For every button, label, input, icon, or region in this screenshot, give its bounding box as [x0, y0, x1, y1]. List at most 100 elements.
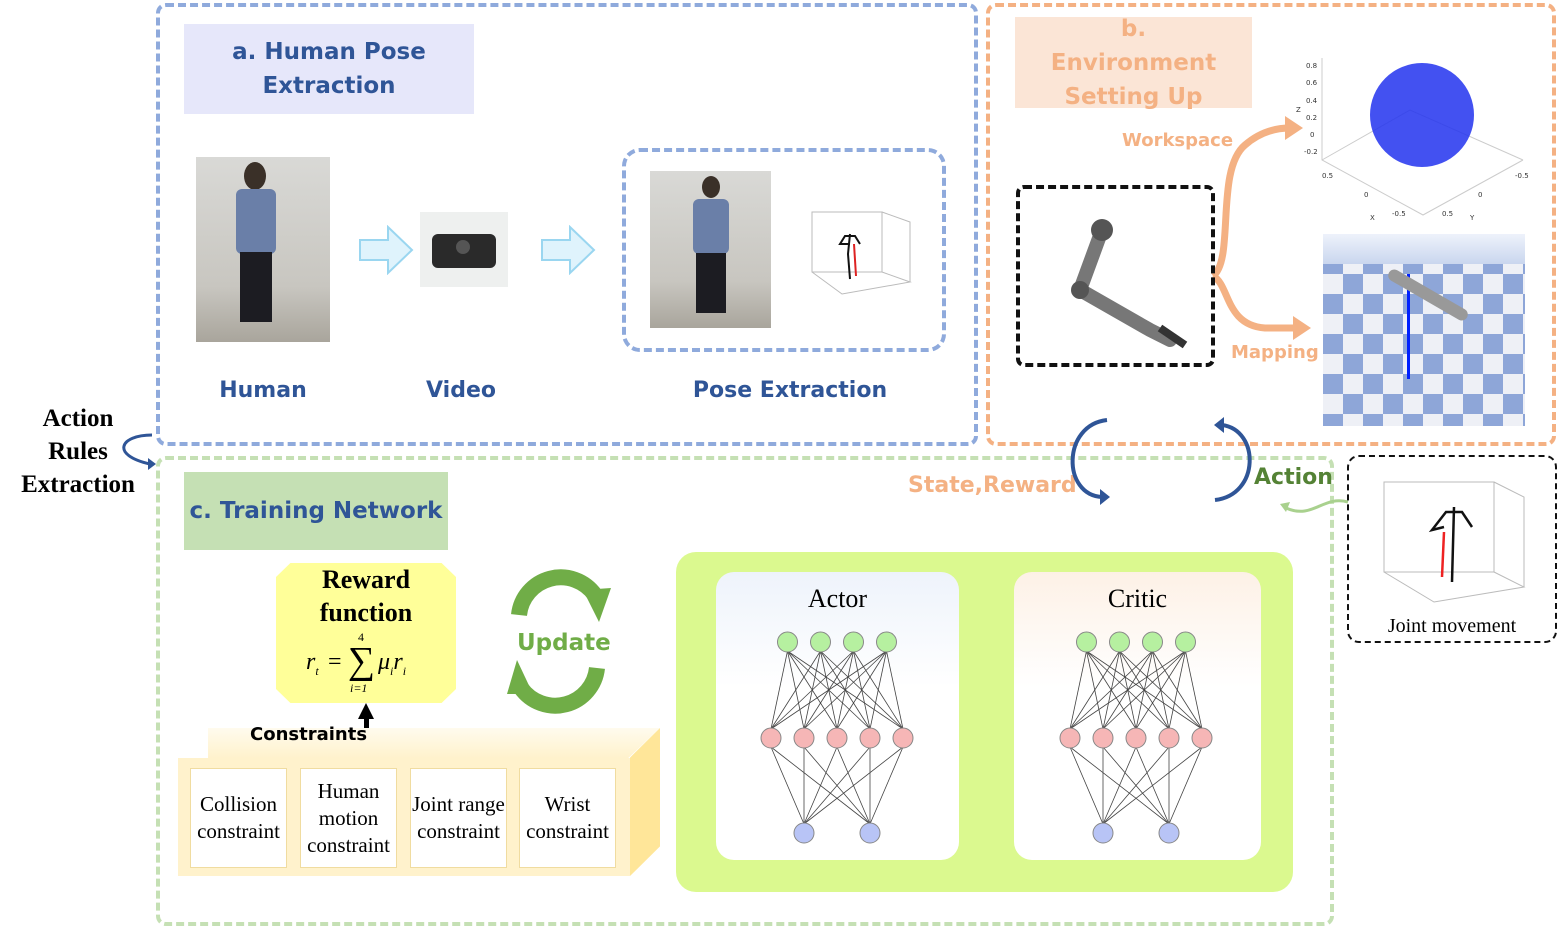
- network-edge: [1069, 746, 1104, 825]
- network-edge: [803, 746, 904, 825]
- z-tick: 0.4: [1306, 97, 1318, 105]
- panel-c-title: c. Training Network: [184, 472, 448, 550]
- pose-photo: [650, 171, 771, 328]
- curved-arrow-icon: [122, 433, 156, 470]
- x-tick: 0: [1364, 191, 1368, 199]
- workspace-label: Workspace: [1122, 130, 1234, 151]
- critic-label: Critic: [1107, 584, 1168, 613]
- network-edge: [886, 650, 904, 730]
- network-edge: [1102, 746, 1203, 825]
- human-photo: [196, 157, 330, 342]
- webcam-photo: [420, 212, 508, 287]
- critic-node: [1092, 822, 1114, 844]
- network-edge: [1069, 650, 1120, 730]
- panel-a-frame: [156, 3, 978, 446]
- critic-node: [1125, 727, 1147, 749]
- state-reward-label: State,Reward: [908, 473, 1077, 498]
- robot-arm-image: [1071, 219, 1188, 349]
- network-edge: [836, 650, 887, 730]
- formula-term2: r: [393, 649, 403, 675]
- action-label: Action: [1254, 465, 1333, 490]
- network-edge: [1102, 650, 1186, 730]
- actor-node: [826, 727, 848, 749]
- actor-node: [810, 631, 831, 653]
- formula-eq: =: [328, 649, 342, 675]
- wrist-constraint: Wrist constraint: [519, 768, 616, 868]
- joint-movement-frame: Joint movement: [1347, 455, 1557, 643]
- joint-movement-label: Joint movement: [1387, 615, 1517, 637]
- z-tick: 0.8: [1306, 62, 1317, 70]
- skeleton-3d-plot: [811, 211, 912, 295]
- update-label: Update: [517, 630, 611, 656]
- actor-label: Actor: [807, 584, 868, 613]
- network-edge: [1102, 746, 1137, 825]
- critic-node: [1158, 727, 1180, 749]
- network-edge: [803, 650, 887, 730]
- network-edge: [770, 650, 821, 730]
- workspace-3d-plot: Z X Y 0.8 0.6 0.4 0.2 0 -0.2 0.5 0 -0.5 …: [1296, 58, 1529, 222]
- actor-node: [892, 727, 914, 749]
- constraints-label: Constraints: [250, 724, 368, 745]
- joint-range-constraint: Joint range constraint: [410, 768, 507, 868]
- network-edge: [1168, 650, 1186, 730]
- arrow-icon: [359, 225, 414, 275]
- network-edge: [1069, 650, 1087, 730]
- joint-3d-plot: [1383, 481, 1526, 603]
- critic-card: Critic: [1014, 572, 1261, 860]
- network-edge: [803, 746, 871, 825]
- y-tick: 0.5: [1442, 210, 1453, 218]
- joint-to-action-arrow: [1280, 499, 1349, 513]
- actor-node: [793, 822, 815, 844]
- panel-b-title: b. Environment Setting Up: [1015, 16, 1252, 110]
- network-edge: [1185, 650, 1203, 730]
- critic-node: [1142, 631, 1163, 653]
- panel-a-title: a. Human Pose Extraction: [184, 24, 474, 114]
- network-edge: [1135, 650, 1186, 730]
- mapping-label: Mapping: [1231, 342, 1319, 363]
- network-edge: [1069, 650, 1153, 730]
- branch-arrows: [1210, 116, 1311, 340]
- critic-node: [1076, 631, 1097, 653]
- arrow-icon: [541, 225, 596, 275]
- actor-node: [859, 822, 881, 844]
- robot-arm-frame: [1016, 185, 1215, 367]
- network-edge: [770, 746, 805, 825]
- network-edge: [770, 650, 854, 730]
- network-edge: [1102, 746, 1170, 825]
- reward-formula: rt = ∑ 4 i=1 μiri: [306, 630, 407, 695]
- video-label: Video: [426, 378, 496, 403]
- critic-node: [1191, 727, 1213, 749]
- z-tick: 0.2: [1306, 114, 1317, 122]
- network-edge: [869, 650, 887, 730]
- human-motion-constraint: Human motion constraint: [300, 768, 397, 868]
- z-axis-label: Z: [1296, 106, 1301, 114]
- reward-title: Reward function: [319, 565, 413, 627]
- actor-node: [777, 631, 798, 653]
- y-tick: -0.5: [1515, 172, 1529, 180]
- x-axis-label: X: [1370, 214, 1375, 222]
- collision-constraint: Collision constraint: [190, 768, 287, 868]
- actor-node: [760, 727, 782, 749]
- z-tick: 0: [1310, 131, 1314, 139]
- critic-node: [1158, 822, 1180, 844]
- network-edge: [1168, 746, 1203, 825]
- critic-node: [1092, 727, 1114, 749]
- pose-extraction-frame: [622, 148, 946, 352]
- formula-term2-sub: i: [402, 663, 407, 678]
- formula-term: μ: [378, 649, 391, 675]
- formula-sum-top: 4: [358, 630, 364, 644]
- simulation-image: [1323, 234, 1525, 426]
- critic-node: [1059, 727, 1081, 749]
- formula-lhs: r: [306, 649, 316, 675]
- pose-extraction-label: Pose Extraction: [692, 378, 888, 403]
- network-edge: [770, 650, 788, 730]
- formula-term-sub: i: [390, 663, 394, 678]
- x-tick: 0.5: [1322, 172, 1333, 180]
- actor-card: Actor: [716, 572, 959, 860]
- critic-node: [1109, 631, 1130, 653]
- network-edge: [1069, 650, 1186, 730]
- z-tick: -0.2: [1304, 148, 1318, 156]
- network-edge: [869, 746, 904, 825]
- actor-node: [843, 631, 864, 653]
